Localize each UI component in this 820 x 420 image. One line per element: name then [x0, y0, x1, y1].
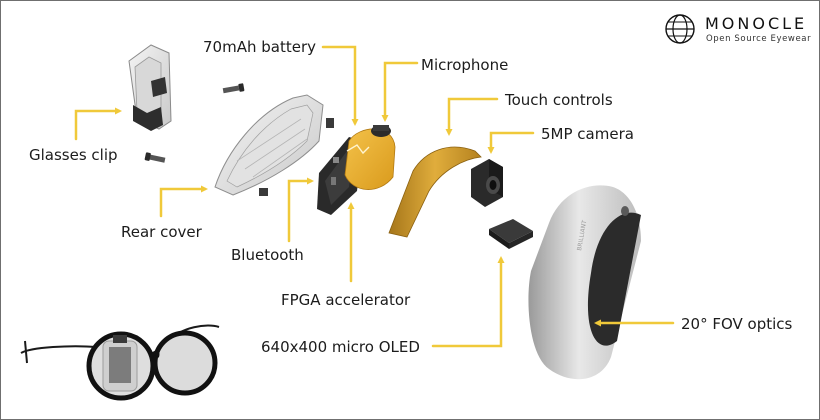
label-microphone: Microphone — [421, 56, 509, 74]
brand-name: MONOCLE — [705, 14, 808, 33]
callout-touch-controls — [445, 97, 499, 136]
globe-icon — [665, 14, 695, 44]
callout-rear-cover — [159, 185, 208, 218]
label-oled: 640x400 micro OLED — [261, 338, 420, 356]
label-touch-controls: Touch controls — [505, 91, 613, 109]
callout-glasses-clip — [74, 107, 122, 141]
callout-oled — [431, 256, 505, 348]
label-glasses-clip: Glasses clip — [29, 146, 118, 164]
camera-part — [471, 159, 503, 207]
callout-battery — [321, 45, 359, 126]
micro-oled-part — [489, 219, 533, 249]
callout-microphone — [381, 61, 419, 122]
optics-part: BRILLIANT — [528, 185, 641, 380]
label-battery: 70mAh battery — [203, 38, 316, 56]
callout-camera — [487, 131, 535, 154]
brand-logo: MONOCLE Open Source Eyewear — [661, 13, 816, 47]
brand-tagline: Open Source Eyewear — [706, 34, 812, 44]
screw-parts — [144, 83, 334, 196]
callout-bluetooth — [287, 177, 314, 243]
label-optics: 20° FOV optics — [681, 315, 793, 333]
label-fpga: FPGA accelerator — [281, 291, 411, 309]
rear-cover-part — [214, 94, 324, 196]
glasses-clip-part — [128, 44, 172, 131]
main-pcb-battery-part — [317, 125, 396, 215]
label-camera: 5MP camera — [541, 125, 634, 143]
touch-controls-part — [388, 146, 482, 238]
glasses-illustration — [20, 324, 220, 401]
label-bluetooth: Bluetooth — [231, 246, 304, 264]
label-rear-cover: Rear cover — [121, 223, 202, 241]
